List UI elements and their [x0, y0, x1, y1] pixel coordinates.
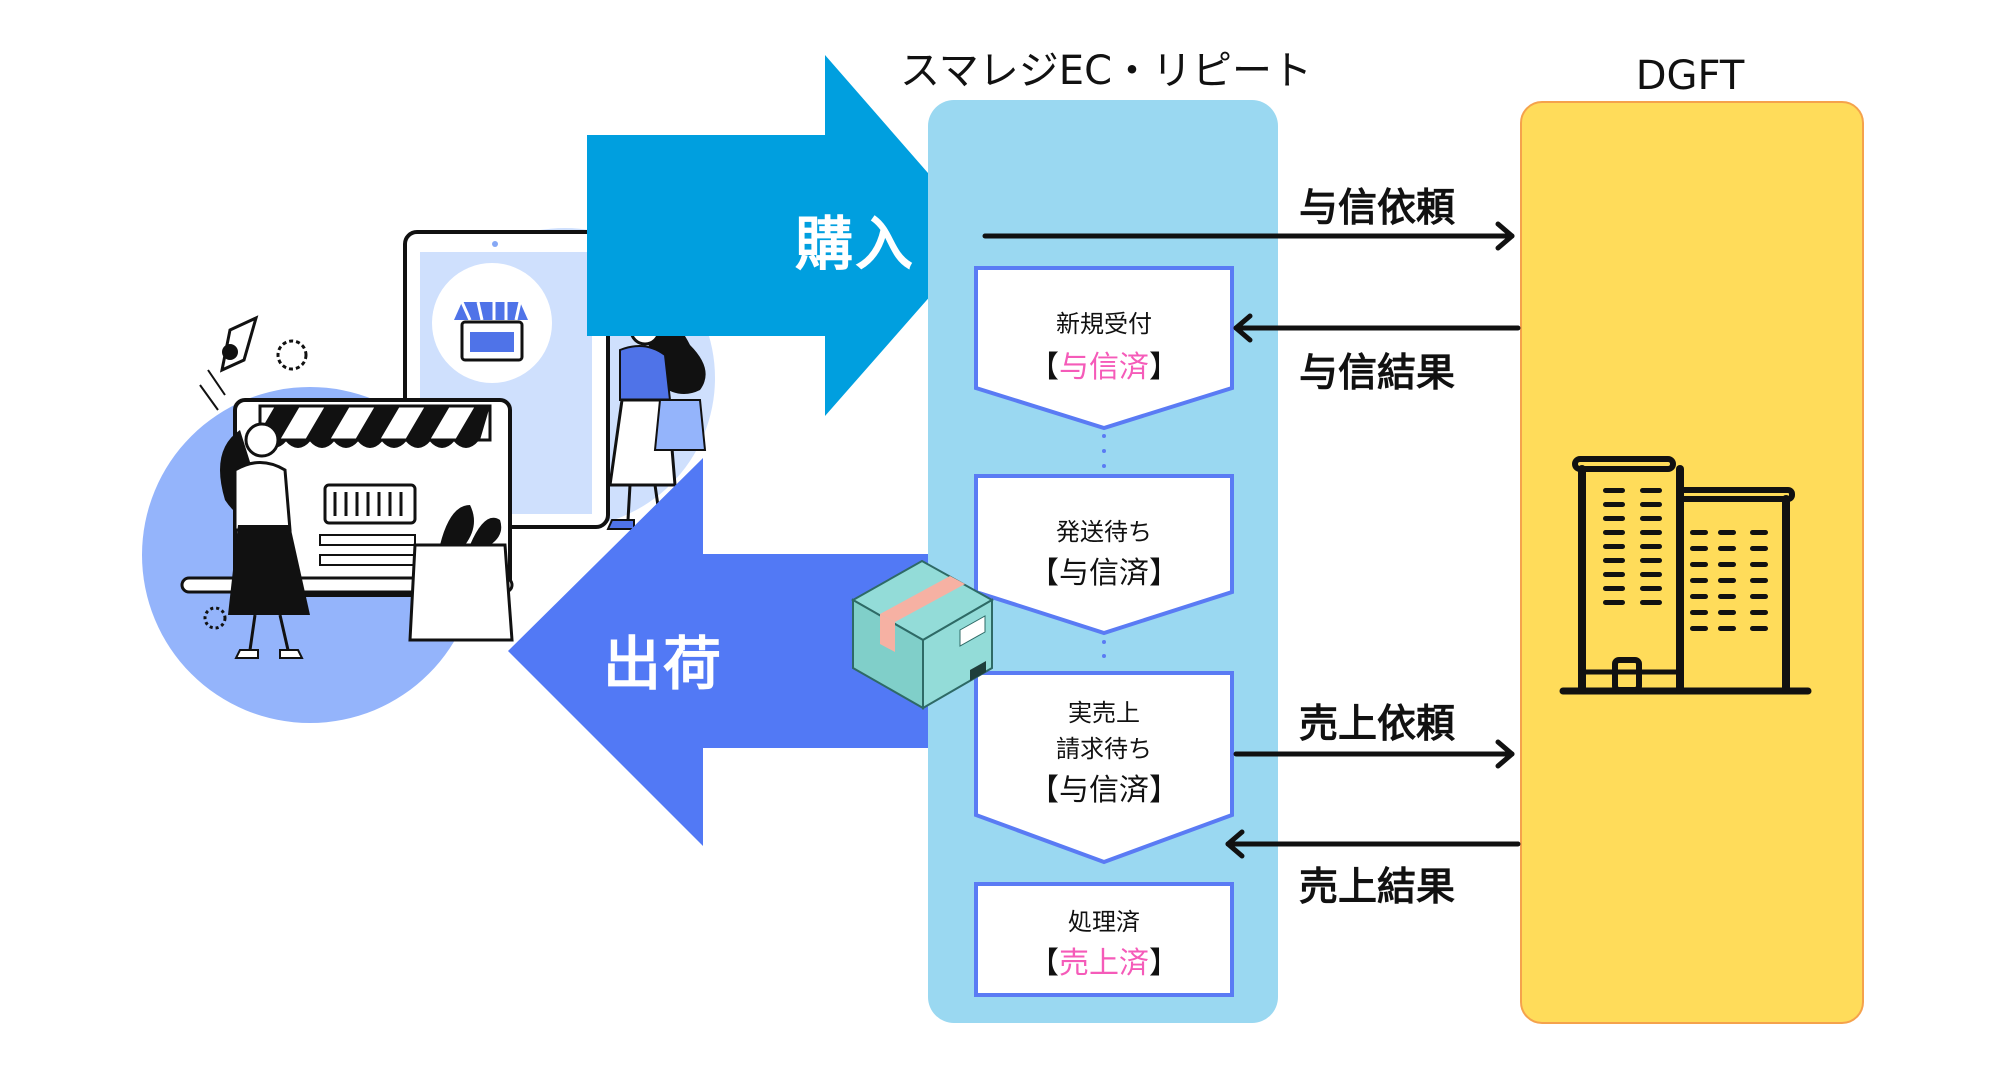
step-shape-awaiting-shipment [974, 474, 1234, 636]
building-windows [1603, 488, 1768, 631]
credit-request-arrow [982, 221, 1515, 251]
step-status: 【与信済】 [1029, 556, 1179, 591]
credit-result-label: 与信結果 [1298, 351, 1455, 396]
step-connector [1102, 434, 1106, 658]
step-status: 【与信済】 [1029, 350, 1179, 385]
step-name: 新規受付 [1056, 310, 1152, 338]
step-awaiting-shipment: 発送待ち 【与信済】 [976, 476, 1232, 596]
shipping-label: 出荷 [603, 630, 724, 698]
credit-request-label: 与信依頼 [1298, 186, 1455, 231]
woman-shopper-right [606, 313, 707, 530]
step-name: 発送待ち [1056, 518, 1152, 546]
partner-title: DGFT [1635, 53, 1745, 99]
step-shape-awaiting-billing [974, 671, 1234, 865]
woman-shopper-left [220, 422, 310, 659]
sales-result-label: 売上結果 [1298, 865, 1455, 910]
step-shape-processed [974, 882, 1234, 997]
small-gear-icon [203, 606, 227, 630]
rocket-icon [199, 315, 259, 411]
step-awaiting-billing: 実売上 請求待ち 【与信済】 [976, 673, 1232, 823]
sales-request-arrow [1233, 739, 1515, 769]
step-name: 処理済 [1068, 908, 1140, 936]
step-processed: 処理済 【売上済】 [976, 884, 1232, 995]
step-shape-new [974, 266, 1234, 431]
step-status: 【売上済】 [1029, 946, 1179, 981]
sales-result-arrow [1225, 829, 1521, 859]
step-new: 新規受付 【与信済】 [976, 268, 1232, 388]
step-name-line1: 実売上 [1068, 699, 1140, 727]
system-title: スマレジEC・リピート [900, 48, 1313, 94]
sales-request-label: 売上依頼 [1298, 702, 1455, 747]
step-status: 【与信済】 [1029, 773, 1179, 808]
grocery-bag-icon [408, 505, 514, 642]
step-name: 請求待ち [1056, 735, 1152, 763]
small-gear-icon [276, 339, 308, 371]
purchase-label: 購入 [795, 210, 916, 278]
credit-result-arrow [1233, 313, 1521, 343]
